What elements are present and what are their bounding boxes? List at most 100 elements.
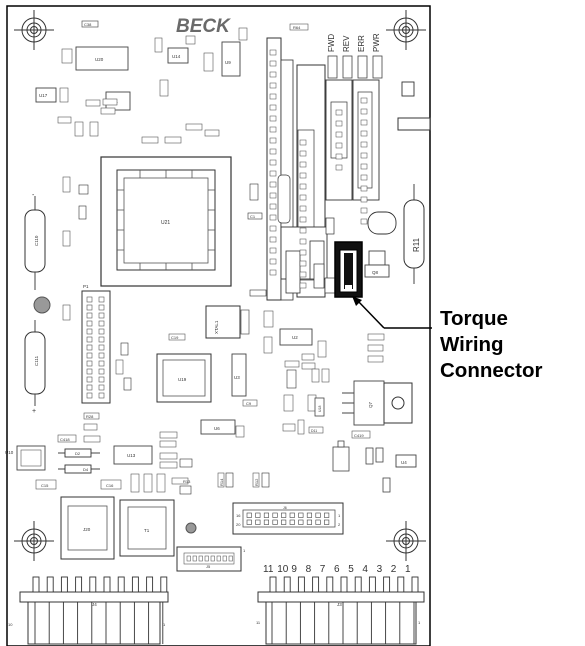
j3-pin	[411, 576, 419, 593]
c15-part	[35, 479, 57, 490]
slot-pin	[299, 282, 307, 289]
j4-pin	[131, 576, 139, 593]
small-passives-top	[57, 79, 220, 144]
u9-label: U9	[225, 60, 231, 65]
j5-pin-1: 1	[243, 548, 246, 553]
xtal-label: XTAL1	[214, 320, 219, 334]
slot-pin	[299, 216, 307, 223]
r64-label: R64	[293, 25, 301, 30]
u13-label: U13	[127, 453, 136, 458]
c419-label: C419	[354, 433, 364, 438]
slot-pin	[269, 137, 277, 144]
p1-pin	[86, 336, 93, 343]
j4-pin	[32, 576, 40, 593]
j5-pin	[186, 555, 191, 562]
slot-pin	[299, 183, 307, 190]
j3-pin-number: 1	[405, 564, 411, 575]
left-axial-parts: C110 C111 - +	[24, 192, 51, 415]
j3-pin	[383, 576, 391, 593]
r-side-part	[263, 310, 274, 328]
slot-pin	[360, 196, 368, 203]
j3-pin-number: 3	[377, 564, 383, 575]
j3-pin	[269, 576, 277, 593]
p1-pin	[86, 296, 93, 303]
p1-pin	[86, 352, 93, 359]
led-label-pwr: PWR	[372, 33, 381, 52]
j4-side-right: 1	[163, 622, 166, 627]
j3-terminal-block: J3 11 1	[256, 576, 425, 645]
j3-pin-number: 11	[263, 564, 274, 575]
slot-pin	[335, 120, 343, 127]
slot-pin	[360, 185, 368, 192]
slot-pin	[335, 153, 343, 160]
j6-pin	[246, 512, 252, 518]
slot-pin	[360, 218, 368, 225]
j6-pin	[263, 519, 270, 525]
slot-pin	[299, 260, 307, 267]
callout-arrowhead	[352, 296, 362, 306]
j6-label: J6	[283, 506, 287, 510]
p1-pin	[98, 368, 105, 375]
c15-label: C15	[41, 483, 49, 488]
j5-pin	[216, 555, 221, 562]
slot-pin	[360, 108, 368, 115]
u3-chip: U3	[231, 353, 247, 397]
p1-side-parts	[83, 333, 186, 443]
r11-resistor: R11	[403, 184, 425, 284]
mounting-hole-bottom-left-icon	[14, 521, 54, 561]
q7-label: Q7	[368, 401, 373, 408]
slot-pin	[299, 205, 307, 212]
mounting-hole-bottom-right-icon	[386, 521, 426, 561]
u4-chip: U4	[395, 454, 417, 468]
c111-label: C111	[34, 355, 39, 366]
left-small-passives	[62, 176, 89, 321]
j6-pin	[272, 512, 278, 518]
j6-pin	[289, 512, 295, 518]
j6-pin	[255, 519, 261, 525]
u20-label: U20	[95, 57, 104, 62]
j3-pin-number: 6	[334, 564, 340, 575]
slot-pin	[269, 236, 277, 243]
u6-chip: U6	[200, 419, 245, 438]
j5-label: J5	[206, 564, 211, 569]
polarity-plus: +	[32, 408, 36, 415]
slot-pin	[299, 194, 307, 201]
j6-pin	[255, 512, 261, 518]
slot-pin	[299, 227, 307, 234]
j3-pin	[283, 576, 291, 593]
j4-pin	[60, 576, 68, 593]
u21-label: U21	[161, 220, 170, 226]
j6-pin	[272, 519, 278, 525]
slot-pin	[299, 249, 307, 256]
t1-label: T1	[144, 528, 150, 533]
j5-pin	[222, 555, 227, 562]
j4-pin	[146, 576, 154, 593]
c110-label: C110	[34, 235, 39, 246]
p1-pin	[98, 344, 105, 351]
polarity-minus: -	[32, 192, 35, 199]
j4-pin	[117, 576, 125, 593]
j4-pin	[160, 576, 168, 593]
slot-pin	[269, 170, 277, 177]
j6-pin	[315, 512, 321, 518]
j3-side-left: 11	[256, 620, 261, 625]
j3-pin	[368, 576, 376, 593]
u19-label: U19	[178, 377, 187, 382]
j6-pin	[281, 519, 287, 525]
q7-transistor: Q7	[342, 380, 413, 426]
j5-pin	[198, 555, 203, 562]
slot-pin	[360, 141, 368, 148]
c14-part	[154, 37, 163, 53]
j6-pin	[306, 519, 313, 525]
j6-pin-left-bottom: 20	[236, 522, 241, 527]
u6-label: U6	[214, 426, 220, 431]
p1-pin	[98, 312, 105, 319]
j3-label: J3	[337, 602, 342, 607]
callout-line-3: Connector	[440, 359, 543, 382]
top-pad-part	[185, 35, 196, 45]
c6-part	[203, 52, 214, 72]
j6-header: J6 16 20 1 2	[232, 502, 344, 535]
j6-pin-right-top: 1	[338, 513, 341, 518]
p1-pin	[86, 392, 93, 399]
